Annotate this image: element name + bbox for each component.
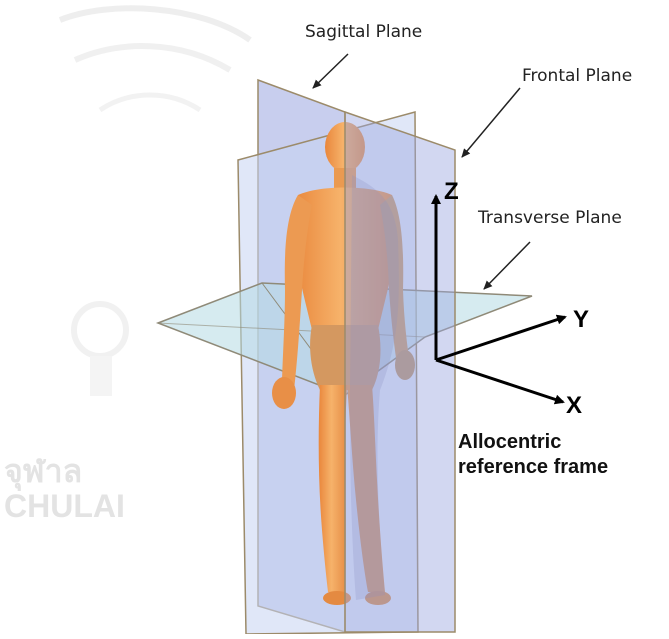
transverse-pointer: [484, 242, 530, 289]
watermark-latin-text: CHULAI: [4, 488, 125, 525]
frontal-plane-label: Frontal Plane: [522, 66, 632, 86]
sagittal-plane-label: Sagittal Plane: [305, 22, 422, 42]
sagittal-pointer: [313, 54, 348, 88]
z-axis-label: Z: [444, 178, 459, 206]
frontal-pointer: [462, 88, 520, 157]
x-axis-label: X: [566, 392, 582, 420]
frame-caption-line1: Allocentric: [458, 430, 561, 455]
sagittal-plane-front: [345, 112, 455, 632]
y-axis-label: Y: [573, 306, 589, 334]
transverse-plane-label: Transverse Plane: [478, 208, 622, 228]
frame-caption-line2: reference frame: [458, 455, 608, 480]
